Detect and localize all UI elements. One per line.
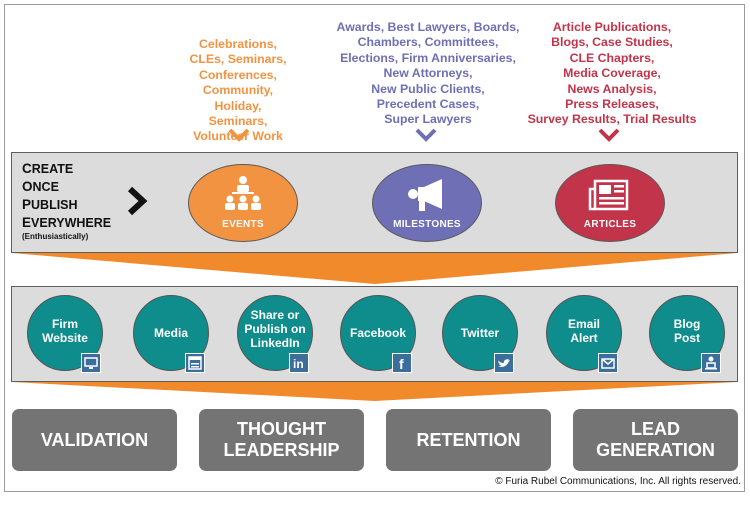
browser-window-icon [185,353,205,373]
articles-hub: ARTICLES [555,164,665,242]
milestones-chevron-icon [415,128,437,142]
envelope-icon [598,353,618,373]
facebook-icon: f [392,353,412,373]
outcome-thought-leadership: THOUGHT LEADERSHIP [199,409,364,471]
chevron-right-icon [127,186,148,216]
linkedin-icon: in [289,353,309,373]
milestones-hub: MILESTONES [372,164,482,242]
cope-subtitle: (Enthusiastically) [22,232,89,241]
events-hub: EVENTS [188,164,298,242]
milestones-hub-label: MILESTONES [393,219,461,230]
outcome-lead-generation: LEAD GENERATION [573,409,738,471]
events-hub-label: EVENTS [222,219,264,230]
presenter-audience-icon [225,176,261,210]
monitor-icon [81,353,101,373]
events-chevron-icon [228,128,250,142]
milestones-sources-list: Awards, Best Lawyers, Boards, Chambers, … [336,20,520,127]
svg-text:f: f [399,356,404,372]
channel-facebook: Facebook [340,295,416,371]
newspaper-icon [588,179,629,211]
svg-text:in: in [293,357,304,371]
megaphone-icon [408,179,442,211]
articles-chevron-icon [598,128,620,142]
outcome-validation: VALIDATION [12,409,177,471]
articles-sources-list: Article Publications, Blogs, Case Studie… [527,20,697,127]
articles-hub-label: ARTICLES [583,219,637,230]
cope-acronym: CREATE ONCE PUBLISH EVERYWHERE (Enthusia… [22,161,112,241]
diagram-frame [4,4,745,492]
person-laptop-icon [701,353,721,373]
copyright-notice: © Furia Rubel Communications, Inc. All r… [495,476,741,487]
twitter-bird-icon [494,353,514,373]
outcome-retention: RETENTION [386,409,551,471]
channel-email-alert: Email Alert [546,295,622,371]
channel-linkedin: Share or Publish on LinkedIn [237,295,313,371]
